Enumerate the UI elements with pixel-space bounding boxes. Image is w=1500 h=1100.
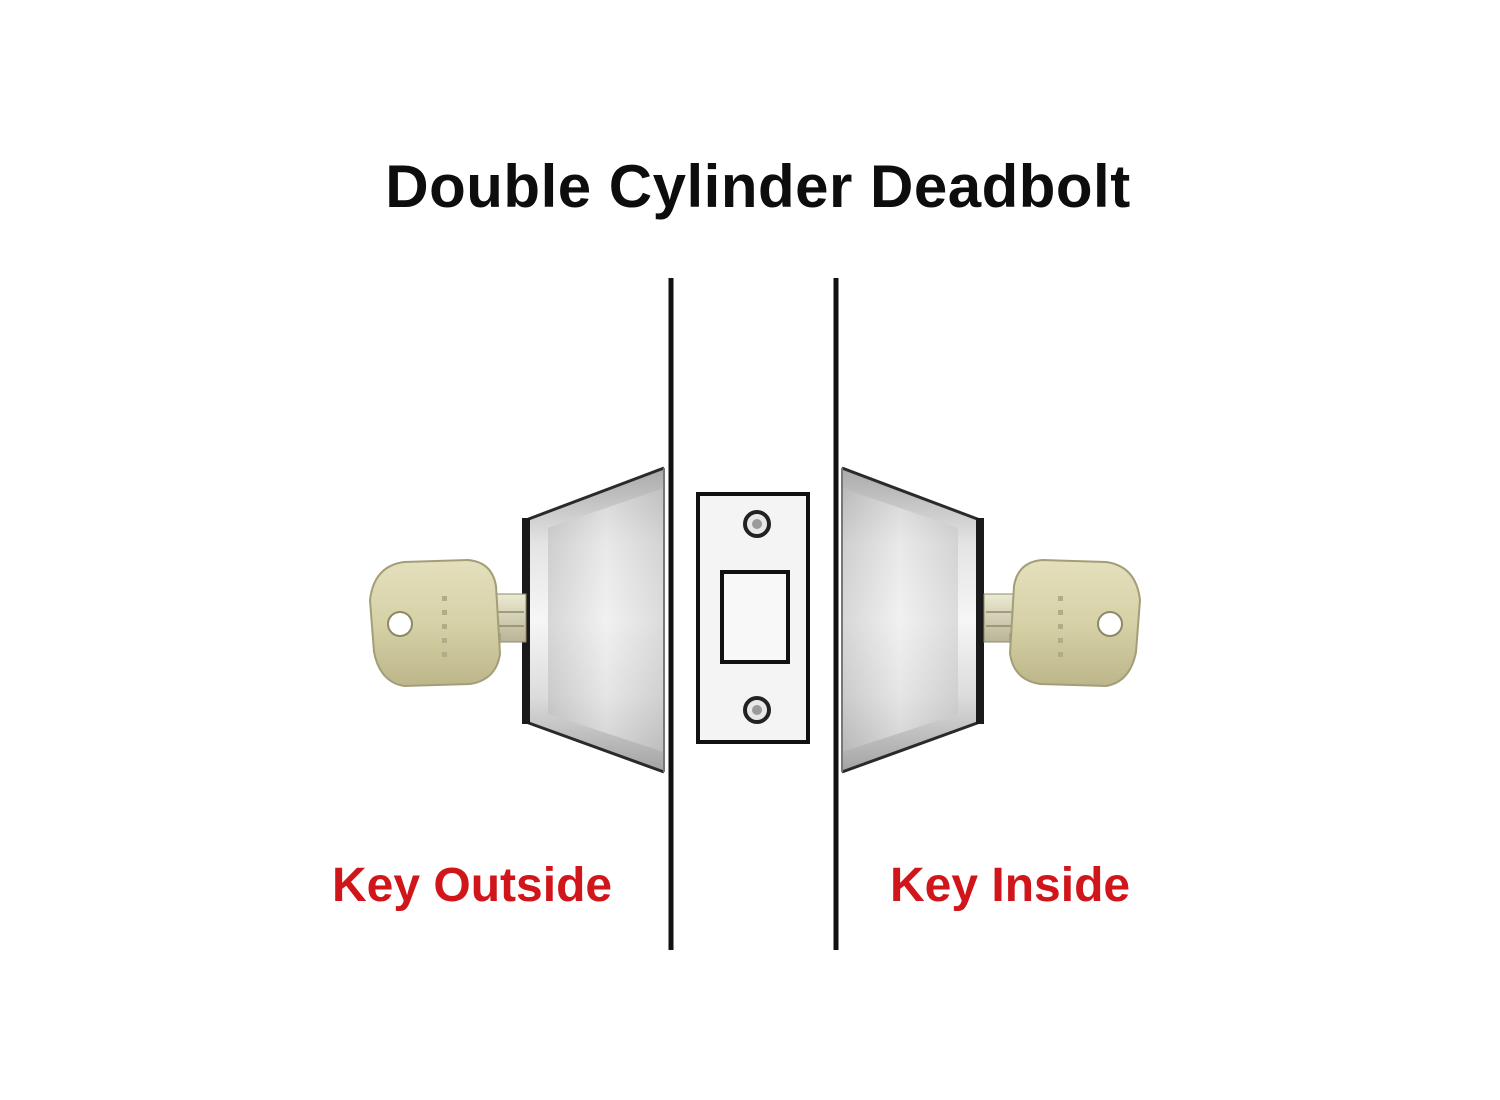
diagram-title: Double Cylinder Deadbolt — [385, 153, 1131, 220]
inside-key-icon — [983, 558, 1142, 688]
key-inside-label: Key Inside — [890, 859, 1131, 912]
strike-plate-icon — [696, 492, 810, 744]
outside-cylinder — [522, 466, 665, 774]
outside-key-icon — [368, 558, 527, 688]
inside-cylinder — [841, 466, 984, 774]
key-outside-label: Key Outside — [332, 859, 613, 912]
